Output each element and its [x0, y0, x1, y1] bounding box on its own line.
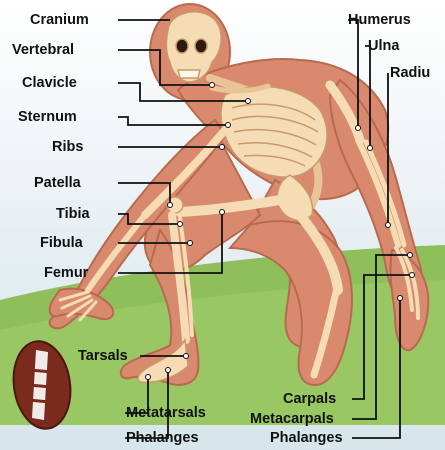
label-vertebral: Vertebral: [12, 42, 74, 58]
label-ribs: Ribs: [52, 139, 83, 155]
label-patella: Patella: [34, 175, 81, 191]
label-metacarpals: Metacarpals: [250, 411, 334, 427]
label-phalanges-hand: Phalanges: [270, 430, 343, 446]
label-tarsals: Tarsals: [78, 348, 128, 364]
label-tibia: Tibia: [56, 206, 90, 222]
label-humerus: Humerus: [348, 12, 411, 28]
label-carpals: Carpals: [283, 391, 336, 407]
label-metatarsals: Metatarsals: [126, 405, 206, 421]
label-fibula: Fibula: [40, 235, 83, 251]
label-ulna: Ulna: [368, 38, 399, 54]
label-phalanges-foot: Phalanges: [126, 430, 199, 446]
label-radius: Radiu: [390, 65, 430, 81]
label-femur: Femur: [44, 265, 88, 281]
label-sternum: Sternum: [18, 109, 77, 125]
label-cranium: Cranium: [30, 12, 89, 28]
label-clavicle: Clavicle: [22, 75, 77, 91]
